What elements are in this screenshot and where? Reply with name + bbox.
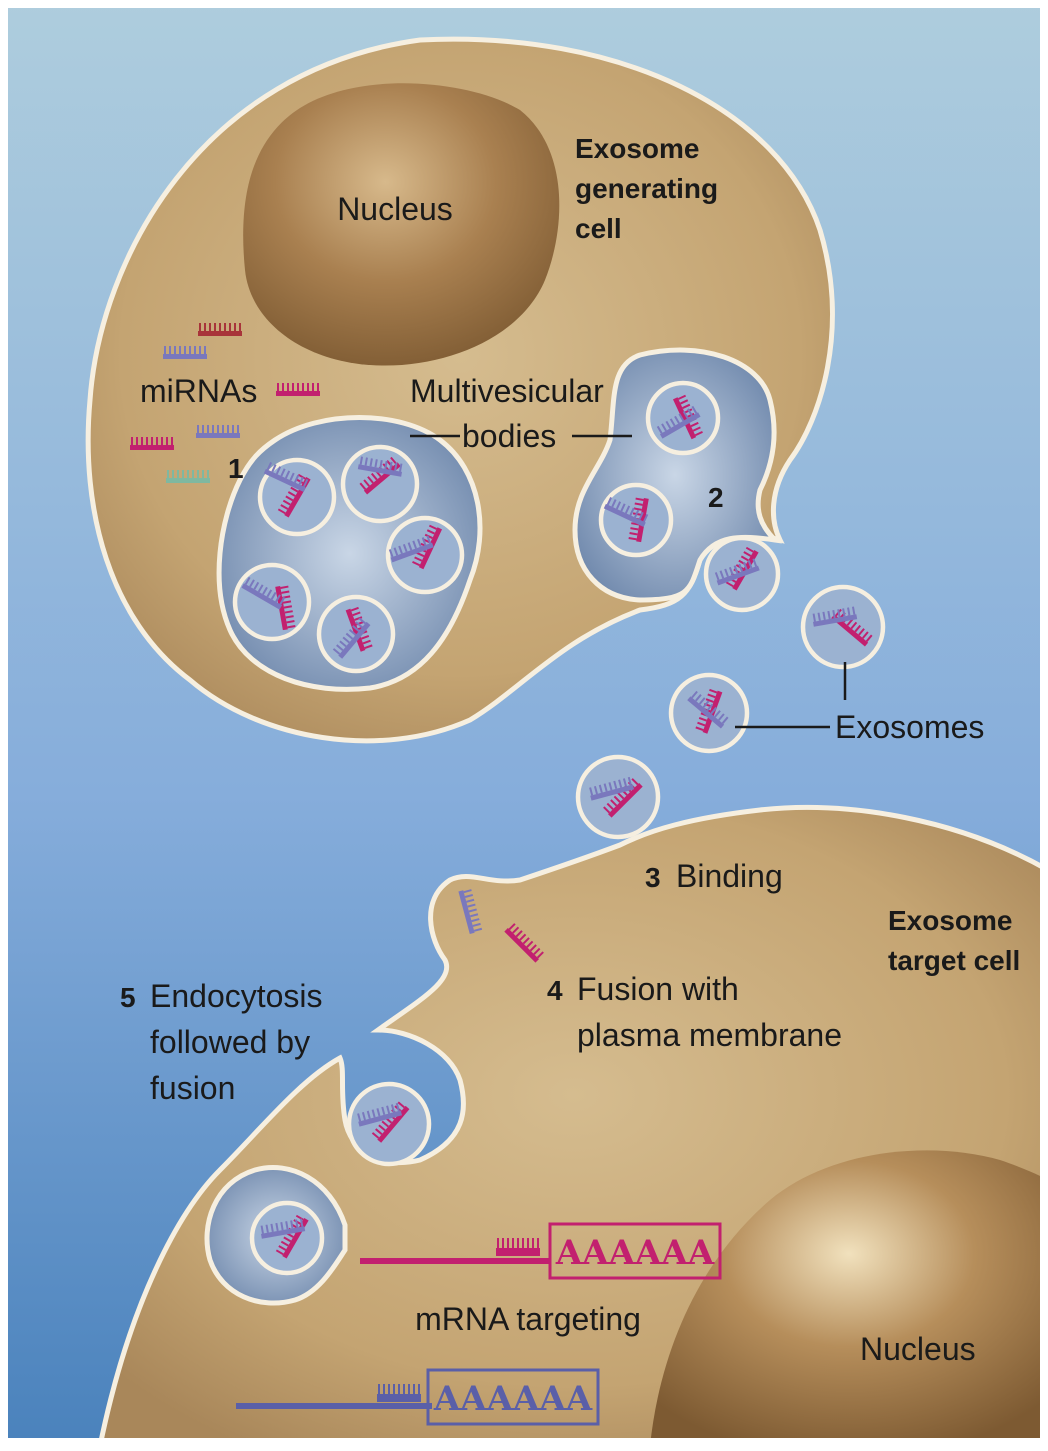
step-5-label-2: followed by (150, 1024, 310, 1060)
target-cell-label-1: Exosome (888, 905, 1013, 936)
mvb-label-1: Multivesicular (410, 373, 604, 409)
step-4-number: 4 (547, 975, 563, 1006)
step-5-number: 5 (120, 982, 136, 1013)
exosome (578, 757, 658, 837)
polyA-tail-2: AAAAAA (433, 1379, 593, 1419)
polyA-tail-1: AAAAAA (555, 1233, 715, 1273)
step-5-label-1: Endocytosis (150, 978, 323, 1014)
mrna-targeting-label: mRNA targeting (415, 1301, 641, 1337)
target-cell-label-2: target cell (888, 945, 1020, 976)
step-3-number: 3 (645, 862, 661, 893)
endosome (207, 1167, 345, 1303)
generating-cell-label-2: generating (575, 173, 718, 204)
nucleus-top-label: Nucleus (337, 191, 453, 227)
step-1-number: 1 (228, 453, 244, 484)
exosome (671, 675, 747, 751)
mvb-label-2: bodies (462, 418, 556, 454)
step-5-label-3: fusion (150, 1070, 235, 1106)
generating-cell-label-3: cell (575, 213, 622, 244)
step-4-label-1: Fusion with (577, 971, 739, 1007)
generating-cell-label-1: Exosome (575, 133, 700, 164)
step-3-label: Binding (676, 858, 783, 894)
step-2-number: 2 (708, 482, 724, 513)
exosome (706, 538, 778, 610)
exosome (803, 587, 883, 667)
exosomes-label: Exosomes (835, 709, 984, 745)
step-4-label-2: plasma membrane (577, 1017, 842, 1053)
nucleus-bottom-label: Nucleus (860, 1331, 976, 1367)
mirnas-label: miRNAs (140, 373, 257, 409)
endocytosed-exosome (349, 1084, 429, 1164)
